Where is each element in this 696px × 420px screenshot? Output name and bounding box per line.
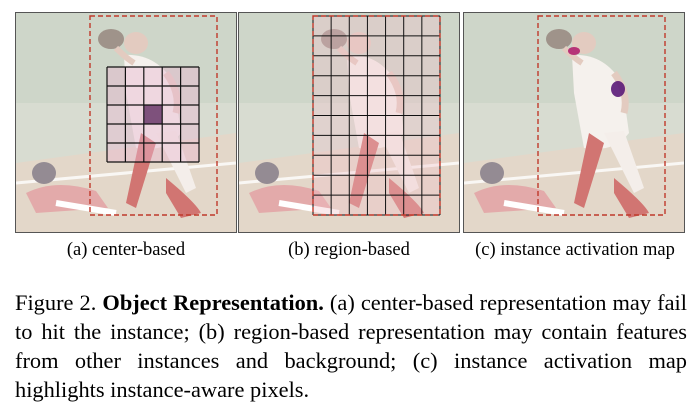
activation-spot-arm bbox=[611, 81, 625, 97]
activation-spot-glove bbox=[568, 47, 580, 55]
panel-center-based bbox=[15, 12, 237, 233]
bounding-box bbox=[89, 15, 218, 216]
figure-caption: Figure 2. Object Representation. (a) cen… bbox=[15, 288, 687, 404]
panel-instance-activation-map bbox=[463, 12, 685, 233]
baseball-photo-region-based bbox=[239, 13, 459, 232]
figure-text: (a) center-based representation may fail… bbox=[15, 290, 687, 402]
figure-title: Object Representation. bbox=[102, 290, 324, 315]
baseball-photo-activation-map bbox=[464, 13, 684, 232]
panel-region-based bbox=[238, 12, 460, 233]
bounding-box bbox=[537, 15, 666, 216]
center-grid bbox=[106, 66, 200, 163]
subfigure-caption-c: (c) instance activation map bbox=[475, 240, 675, 260]
center-cell bbox=[143, 105, 163, 124]
subfigure-caption-b: (b) region-based bbox=[288, 240, 410, 260]
baseball-photo-center-based bbox=[16, 13, 236, 232]
figure-number: Figure 2. bbox=[15, 290, 97, 315]
subfigure-caption-a: (a) center-based bbox=[66, 240, 186, 260]
bounding-box bbox=[312, 15, 441, 216]
